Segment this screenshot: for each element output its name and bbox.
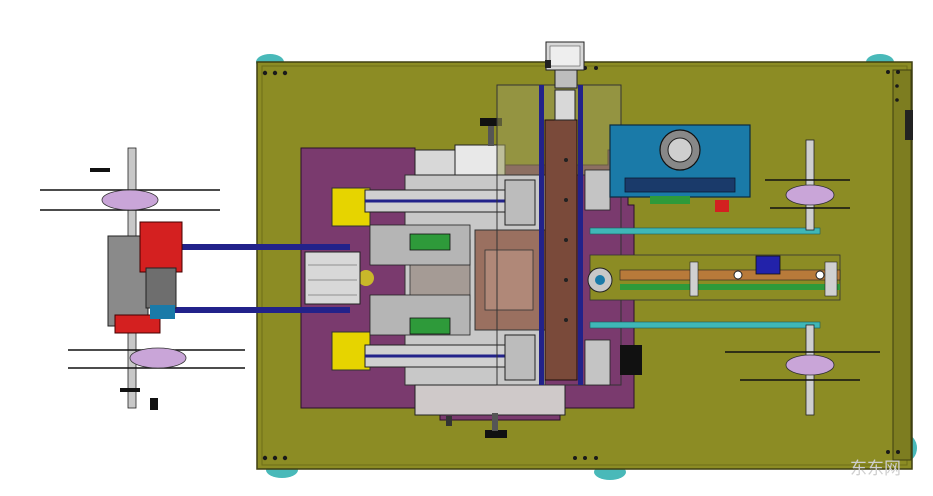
drive-belts xyxy=(587,227,841,375)
connecting-rails xyxy=(175,244,361,313)
linear-rail-icon xyxy=(496,84,622,386)
spindle-shafts xyxy=(331,118,566,438)
servo-motor-icon xyxy=(609,124,751,212)
spool-icon xyxy=(725,139,880,416)
stepper-motor-icon xyxy=(545,41,585,89)
watermark-text: 东东网 xyxy=(850,459,901,479)
gear-motor-icon xyxy=(40,147,245,410)
